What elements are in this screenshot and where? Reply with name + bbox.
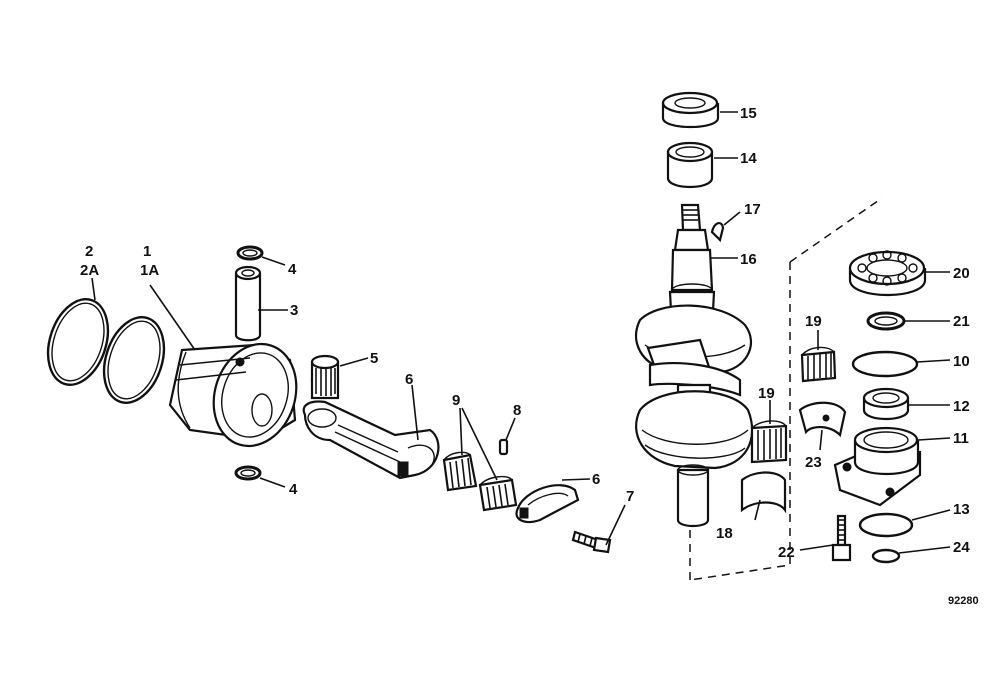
label-2: 2 (85, 243, 93, 260)
label-10: 10 (953, 353, 970, 370)
label-19-right: 19 (805, 313, 822, 330)
piston-ring-pair (46, 298, 166, 404)
piston (168, 342, 298, 448)
end-cap-screw (831, 514, 852, 562)
label-5: 5 (370, 350, 378, 367)
label-1: 1 (143, 243, 151, 260)
bearing-race-half (740, 471, 787, 514)
upper-needle-bearing (666, 141, 714, 188)
label-15: 15 (740, 105, 757, 122)
wrist-pin-needle-bearing (310, 354, 340, 400)
label-21: 21 (953, 313, 970, 330)
label-8: 8 (513, 402, 521, 419)
label-7: 7 (626, 488, 634, 505)
rod-needle-bearing-left (442, 451, 478, 492)
crankshaft (635, 203, 754, 528)
lower-end-cap (833, 426, 922, 507)
flywheel-key (710, 222, 725, 243)
label-22: 22 (778, 544, 795, 561)
label-24: 24 (953, 539, 970, 556)
label-14: 14 (740, 150, 757, 167)
lower-seal (862, 387, 910, 420)
piston-pin-retainer-bottom (234, 465, 262, 481)
label-23: 23 (805, 454, 822, 471)
label-20: 20 (953, 265, 970, 282)
label-9: 9 (452, 392, 460, 409)
rod-cap-dowel-pin (498, 438, 509, 456)
label-11: 11 (953, 430, 969, 447)
label-6-rod: 6 (405, 371, 413, 388)
label-4-top: 4 (288, 261, 297, 278)
label-13: 13 (953, 501, 970, 518)
label-1a: 1A (140, 262, 159, 279)
label-16: 16 (740, 251, 757, 268)
o-ring-upper (851, 350, 919, 378)
main-bearing-cage-right (800, 346, 837, 383)
label-17: 17 (744, 201, 761, 218)
main-bearing-cage-center (750, 420, 788, 464)
label-2a: 2A (80, 262, 99, 279)
o-ring-lower (858, 512, 914, 538)
label-18: 18 (716, 525, 733, 542)
callout-labels: 2 2A 1 1A 4 3 5 6 9 8 4 6 7 15 14 17 16 … (80, 105, 979, 607)
seal-washer (871, 548, 901, 564)
connecting-rod (302, 400, 440, 480)
rod-needle-bearing-right (478, 475, 518, 512)
label-4-bottom: 4 (289, 481, 298, 498)
label-12: 12 (953, 398, 970, 415)
figure-reference-number: 92280 (948, 595, 979, 607)
piston-pin-retainer-top (236, 245, 264, 261)
connecting-rod-cap (515, 484, 580, 524)
label-6-cap: 6 (592, 471, 600, 488)
assembly-bracket (689, 197, 883, 581)
bearing-retainer-clip (798, 401, 847, 438)
upper-oil-seal (661, 91, 720, 128)
label-3: 3 (290, 302, 298, 319)
ball-bearing (848, 250, 927, 296)
piston-pin (234, 265, 262, 342)
rod-cap-bolt (571, 530, 612, 554)
bearing-retaining-ring (866, 311, 906, 331)
leader-lines (91, 111, 951, 554)
label-19-center: 19 (758, 385, 775, 402)
